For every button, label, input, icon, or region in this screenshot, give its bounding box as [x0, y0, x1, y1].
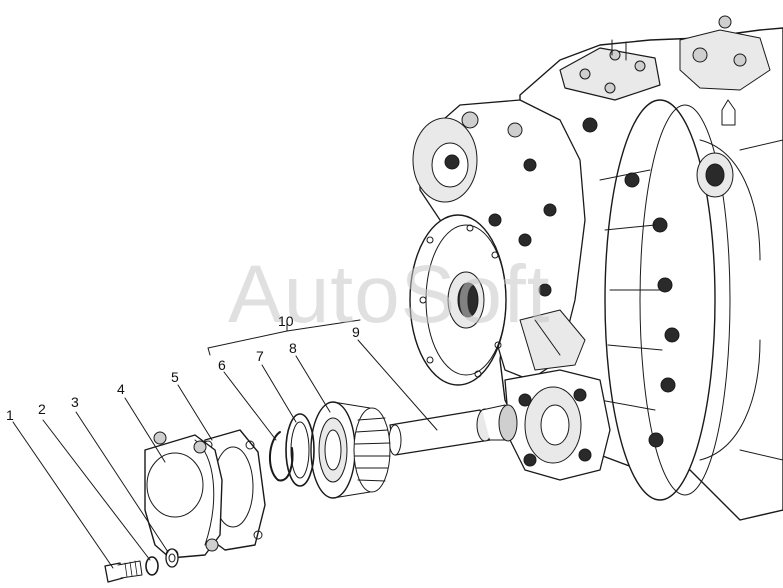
callout-labels: 1 2 3 4 5 6 7 8 9 10	[6, 313, 360, 423]
bolt	[104, 560, 143, 583]
callout-8: 8	[289, 340, 297, 356]
spacer-ring	[285, 413, 315, 487]
cover	[144, 431, 223, 562]
callout-4: 4	[117, 381, 125, 397]
callout-1: 1	[6, 407, 14, 423]
callout-2: 2	[38, 401, 46, 417]
lock-washer	[145, 556, 159, 576]
callout-5: 5	[171, 369, 179, 385]
retaining-ring	[269, 431, 294, 482]
housing-bolts	[582, 117, 680, 448]
callout-10: 10	[278, 313, 294, 329]
callout-7: 7	[256, 348, 264, 364]
callout-9: 9	[352, 324, 360, 340]
callout-6: 6	[218, 357, 226, 373]
transmission-housing	[409, 15, 783, 521]
bearing	[310, 401, 391, 499]
leader-lines	[12, 319, 438, 569]
drive-shaft	[388, 404, 518, 456]
watermark-text: AutoSoft	[228, 249, 551, 340]
callout-3: 3	[71, 394, 79, 410]
flat-washer	[165, 548, 179, 568]
